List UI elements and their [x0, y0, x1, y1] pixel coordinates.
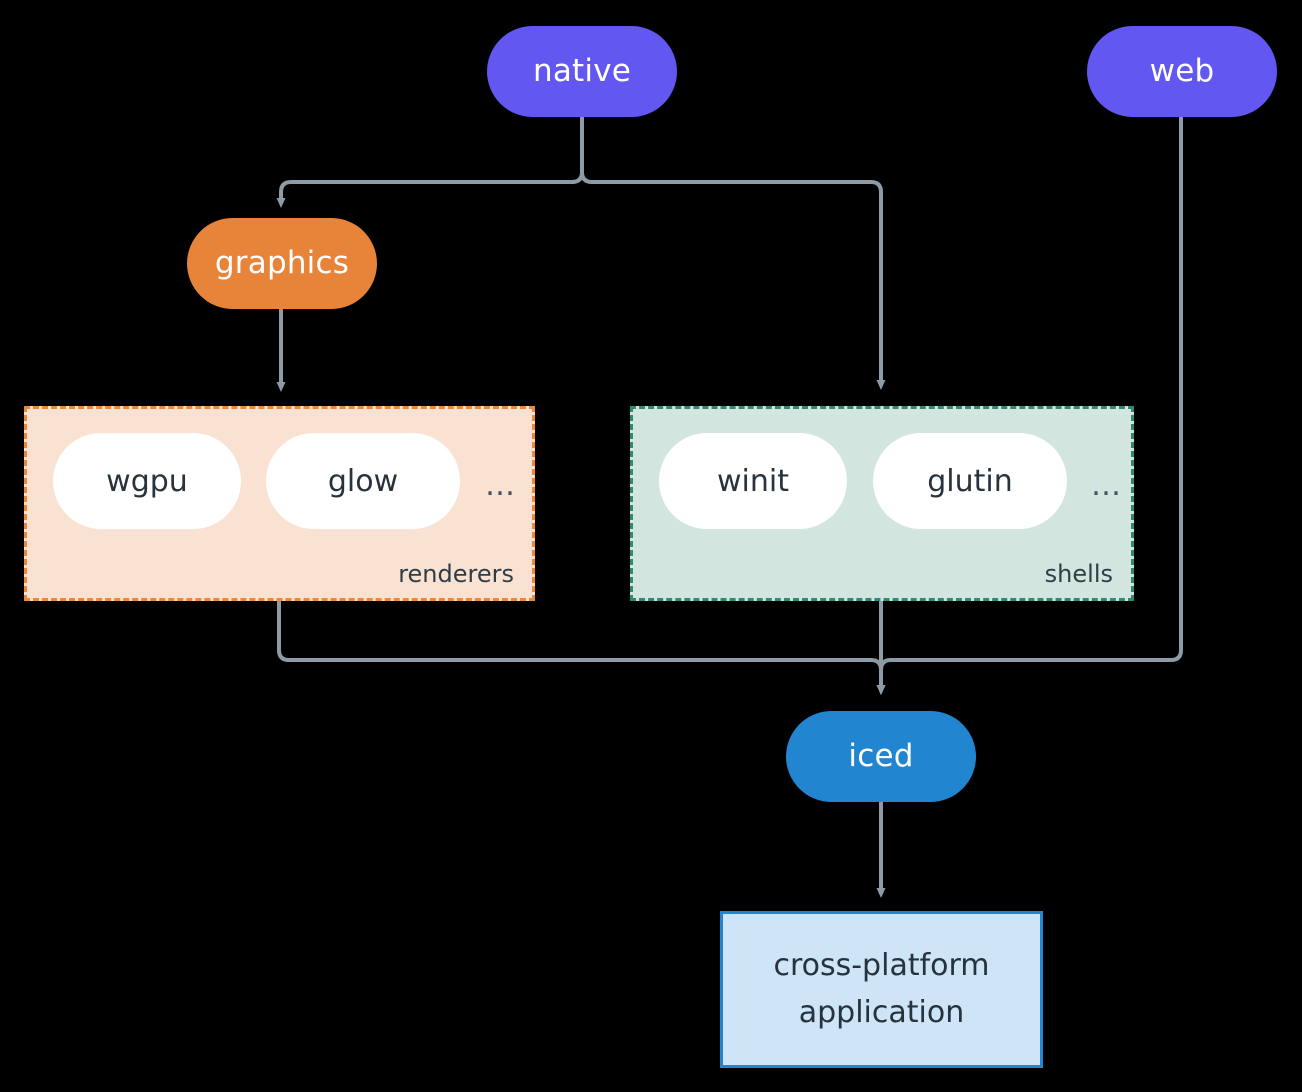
node-cross-platform-application[interactable]: cross-platform application — [720, 911, 1043, 1068]
node-iced-label: iced — [848, 738, 914, 775]
leaf-pill-wgpu-label: wgpu — [106, 463, 188, 499]
edge-renderers-to-iced — [277, 599, 886, 695]
group-renderers[interactable]: wgpu glow … renderers — [24, 406, 535, 601]
output-line-2: application — [798, 994, 965, 1030]
edge-native-to-shells — [580, 115, 886, 390]
node-web-label: web — [1149, 53, 1215, 90]
leaf-pill-glutin-label: glutin — [927, 463, 1013, 499]
node-native-label: native — [532, 53, 632, 90]
leaf-pill-glutin[interactable]: glutin — [873, 433, 1067, 529]
group-shells[interactable]: winit glutin … shells — [630, 406, 1134, 601]
shells-ellipsis: … — [1091, 468, 1121, 503]
edge-native-trunk — [276, 115, 584, 208]
node-iced[interactable]: iced — [786, 711, 976, 802]
group-shells-label: shells — [1044, 560, 1113, 588]
node-native[interactable]: native — [487, 26, 677, 117]
renderers-ellipsis: … — [485, 468, 515, 503]
leaf-pill-winit-label: winit — [717, 463, 789, 499]
node-graphics-label: graphics — [214, 245, 350, 282]
leaf-pill-winit[interactable]: winit — [659, 433, 847, 529]
leaf-pill-wgpu[interactable]: wgpu — [53, 433, 241, 529]
leaf-pill-glow[interactable]: glow — [266, 433, 460, 529]
output-line-1: cross-platform — [773, 948, 990, 983]
edge-web-to-iced — [876, 115, 1183, 695]
group-renderers-label: renderers — [398, 560, 514, 588]
node-graphics[interactable]: graphics — [187, 218, 377, 309]
node-web[interactable]: web — [1087, 26, 1277, 117]
leaf-pill-glow-label: glow — [327, 463, 399, 499]
